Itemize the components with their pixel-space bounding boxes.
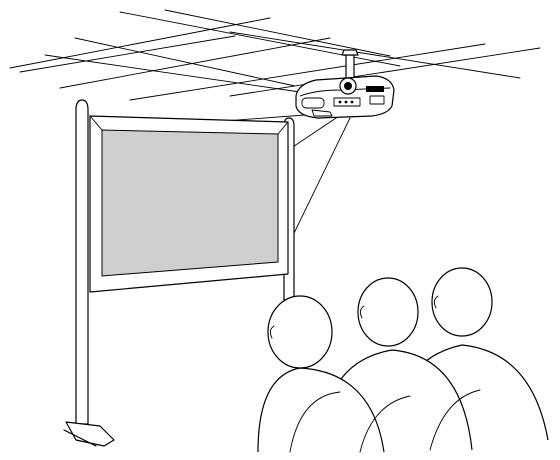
- person-head: [358, 278, 418, 346]
- audience: [258, 268, 548, 452]
- projector-button: [345, 101, 348, 104]
- ceiling-line: [45, 55, 300, 92]
- mount-plate: [342, 50, 358, 55]
- screen-left-pole: [76, 100, 88, 424]
- screen-image-area: [102, 130, 278, 276]
- ceiling-grid: [10, 10, 540, 100]
- projector-button: [339, 101, 342, 104]
- ceiling-line: [165, 10, 390, 56]
- projector-button: [351, 101, 354, 104]
- projector-lens-center: [344, 82, 352, 90]
- projector-indicator: [366, 86, 384, 92]
- projector-icon: [296, 50, 394, 118]
- person-head: [268, 296, 332, 368]
- screen-icon: [90, 116, 288, 292]
- ceiling-line: [230, 32, 520, 78]
- person-head: [432, 268, 492, 336]
- ceiling-line: [10, 18, 270, 68]
